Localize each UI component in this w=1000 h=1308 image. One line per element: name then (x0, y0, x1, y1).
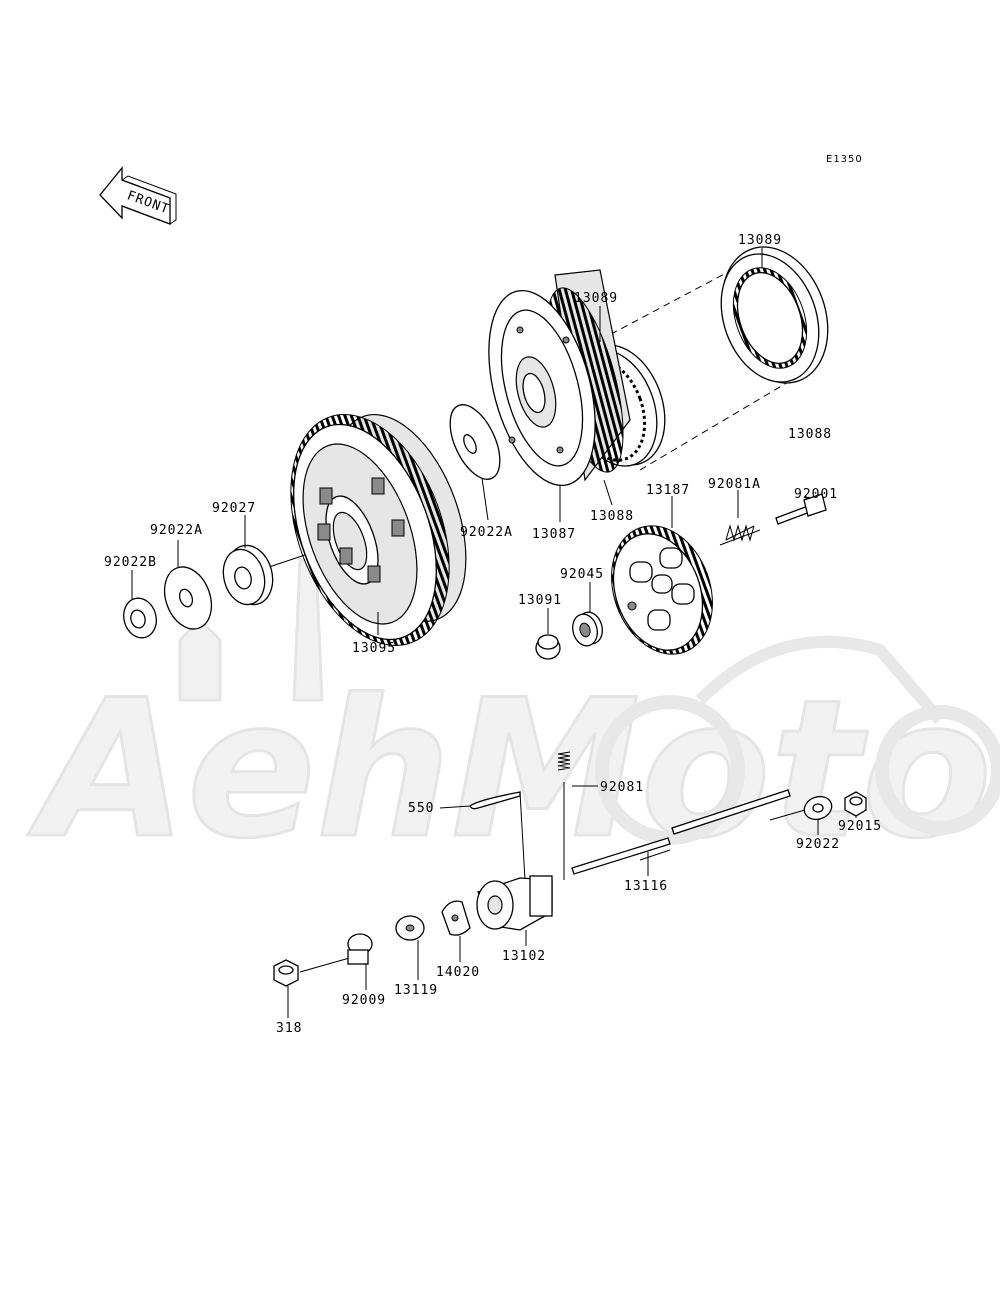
label-92022B[interactable]: 92022B (104, 555, 157, 570)
label-13095[interactable]: 13095 (352, 641, 396, 656)
part-92001-bolt[interactable] (775, 493, 827, 525)
label-13087[interactable]: 13087 (532, 527, 576, 542)
part-92009-screw[interactable] (347, 933, 373, 965)
part-14020-cam-plate[interactable] (441, 900, 471, 936)
part-92027-spacer[interactable] (217, 540, 279, 609)
label-13088-inner[interactable]: 13088 (590, 509, 634, 524)
label-13102[interactable]: 13102 (502, 949, 546, 964)
leader-lines (131, 248, 857, 1018)
part-13089-friction-plate[interactable] (704, 232, 846, 398)
label-92015[interactable]: 92015 (838, 819, 882, 834)
label-92081[interactable]: 92081 (600, 780, 644, 795)
part-13091-bushing[interactable] (535, 634, 561, 660)
label-92081A[interactable]: 92081A (708, 477, 761, 492)
diagram-code: E1350 (826, 154, 863, 165)
label-13187[interactable]: 13187 (646, 483, 690, 498)
label-92022[interactable]: 92022 (796, 837, 840, 852)
label-92027[interactable]: 92027 (212, 501, 256, 516)
part-92015-nut[interactable] (844, 791, 867, 817)
part-labels: 13089 13089 13088 13088 13087 92022A 130… (104, 233, 882, 1036)
part-13187-pressure-plate[interactable] (594, 512, 729, 669)
part-92022B-washer[interactable] (119, 595, 160, 642)
label-92045[interactable]: 92045 (560, 567, 604, 582)
part-13119-plate[interactable] (395, 915, 425, 941)
label-318[interactable]: 318 (276, 1021, 302, 1036)
label-13116[interactable]: 13116 (624, 879, 668, 894)
part-13095-clutch-housing-gear[interactable] (261, 393, 491, 668)
part-550-cotter-pin[interactable] (469, 791, 526, 881)
part-13102-release-lever[interactable] (476, 875, 553, 931)
watermark-text: AehMoto (27, 659, 992, 880)
part-13087-clutch-hub[interactable] (470, 269, 639, 497)
label-92022A-left[interactable]: 92022A (150, 523, 203, 538)
part-92081A-spring[interactable] (725, 524, 755, 542)
front-arrow-icon: FRONT (99, 166, 177, 225)
label-92022A-right[interactable]: 92022A (460, 525, 513, 540)
part-92022A-washer-right[interactable] (440, 397, 510, 486)
part-92022A-washer-left[interactable] (156, 560, 219, 635)
label-550[interactable]: 550 (408, 801, 434, 816)
label-92009[interactable]: 92009 (342, 993, 386, 1008)
part-92081-spring[interactable] (557, 751, 571, 880)
label-13088-outer[interactable]: 13088 (788, 427, 832, 442)
label-92001[interactable]: 92001 (794, 487, 838, 502)
label-14020[interactable]: 14020 (436, 965, 480, 980)
part-92022-washer[interactable] (801, 793, 835, 823)
part-13116-push-rod[interactable] (571, 789, 791, 875)
label-13119[interactable]: 13119 (394, 983, 438, 998)
label-13089-outer[interactable]: 13089 (738, 233, 782, 248)
label-13091[interactable]: 13091 (518, 593, 562, 608)
watermark-logo: AehMoto (26, 558, 1000, 882)
label-13089-inner[interactable]: 13089 (574, 291, 618, 306)
part-318-nut[interactable] (273, 959, 299, 987)
part-92045-bearing[interactable] (569, 609, 605, 648)
